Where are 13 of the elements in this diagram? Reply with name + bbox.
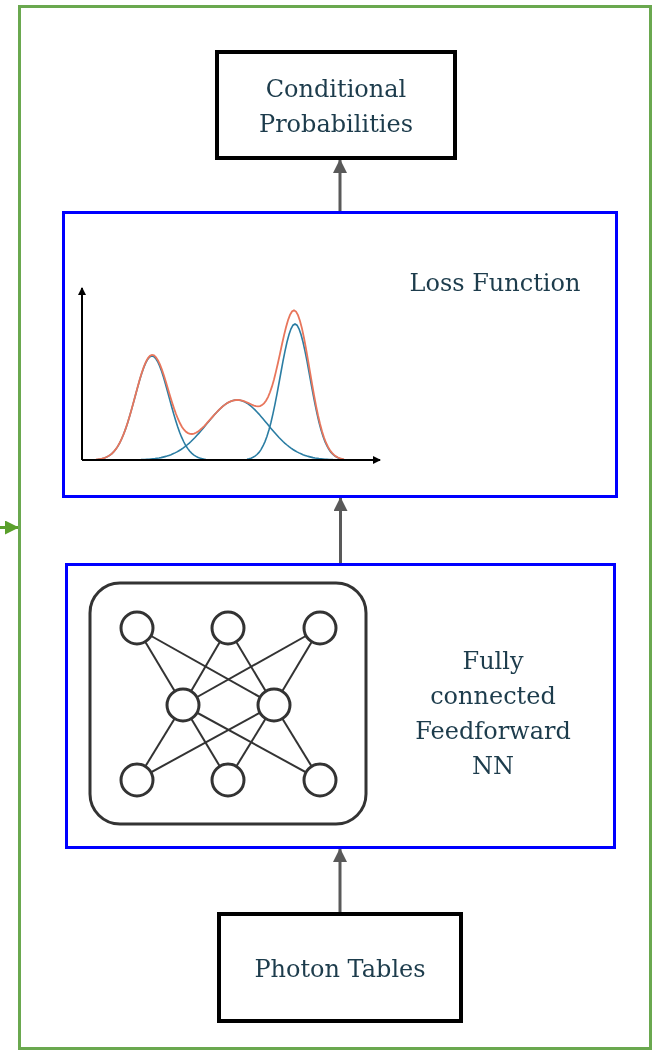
neural-network-box xyxy=(65,563,616,849)
input-box xyxy=(217,912,463,1023)
arrow xyxy=(0,520,19,535)
loss-function-box xyxy=(62,211,618,498)
output-box xyxy=(215,50,457,160)
arrow xyxy=(333,159,347,211)
node-label: Conditional Probabilities xyxy=(258,74,414,140)
node-label: Photon Tables xyxy=(253,954,427,985)
outer-frame xyxy=(18,5,652,1050)
arrow xyxy=(333,497,348,563)
node-label: Fully connected Feedforward NN xyxy=(414,646,572,782)
node-label: Loss Function xyxy=(408,268,582,299)
arrow xyxy=(333,848,347,912)
